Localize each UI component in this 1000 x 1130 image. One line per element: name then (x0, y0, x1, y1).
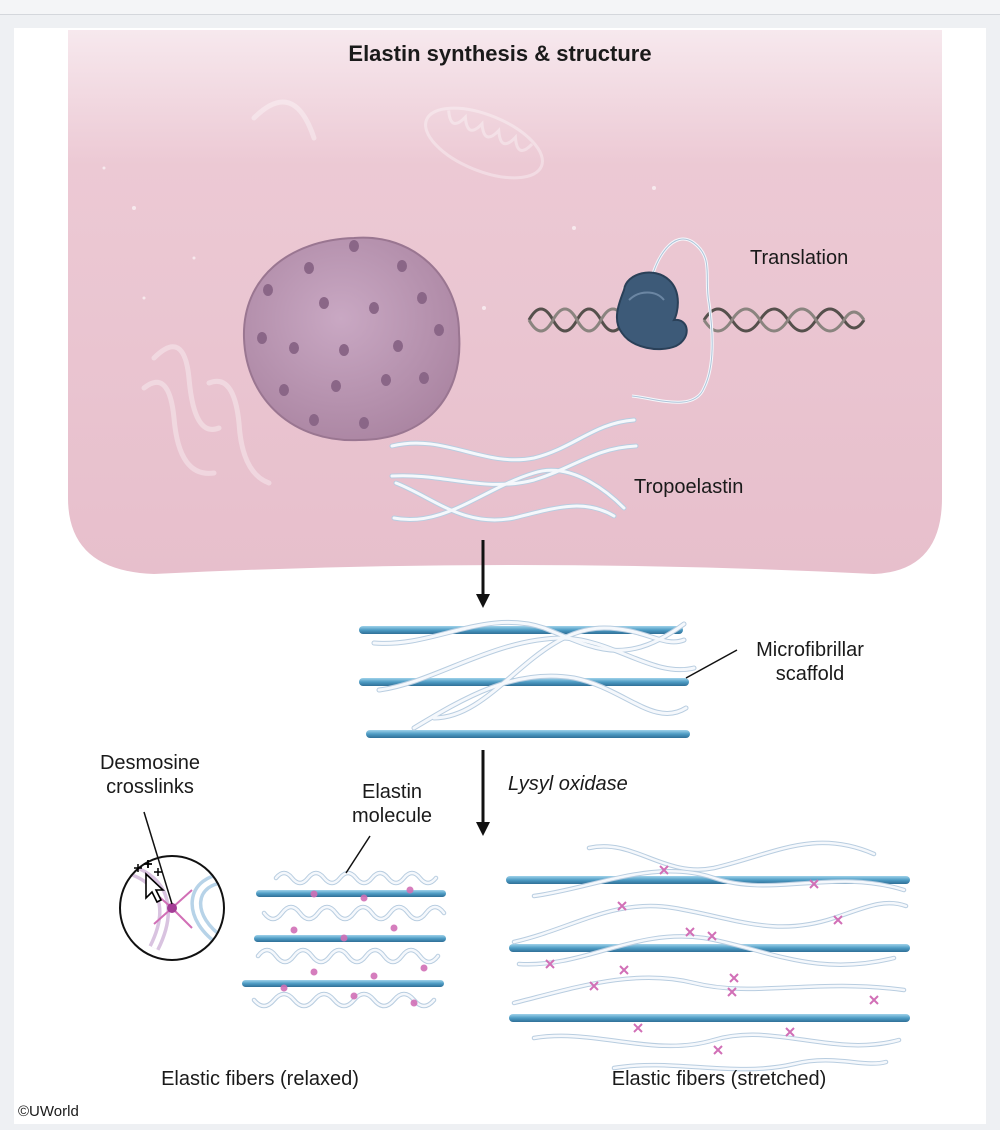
elastin-label-line2: molecule (351, 805, 433, 827)
elastin-molecule-label: Elastin molecule (332, 780, 452, 828)
stretched-elastic-fibers (506, 840, 910, 1072)
copyright-text: ©UWorld (18, 1103, 79, 1120)
stretched-crosslinks (545, 865, 879, 1055)
cell-body (64, 28, 946, 579)
mitochondrion (424, 106, 544, 180)
crosslink-marks (280, 886, 428, 1007)
nucleus (242, 236, 461, 442)
desmosine-crosslinks-label: Desmosine crosslinks (90, 751, 210, 799)
microfibrillar-scaffold (359, 619, 738, 738)
down-arrow-icon (476, 540, 490, 608)
down-arrow-icon (476, 750, 490, 836)
endoplasmic-reticulum (141, 99, 317, 486)
translation-label: Translation (750, 247, 849, 269)
elastin-figure: Elastin synthesis & structure Translatio… (14, 28, 986, 1124)
diagram-title: Elastin synthesis & structure (348, 41, 652, 66)
microfibrillar-label-line1: Microfibrillar (756, 639, 864, 661)
tropoelastin-label: Tropoelastin (634, 476, 744, 498)
tropoelastin-strands (389, 417, 639, 523)
nuclear-pores (257, 240, 444, 429)
relaxed-elastic-fibers (242, 835, 447, 1009)
desmosine-label-line1: Desmosine (99, 752, 201, 774)
ribosome (615, 271, 688, 351)
diagram-canvas (64, 28, 946, 1072)
desmosine-label-line2: crosslinks (106, 776, 194, 798)
lysyl-oxidase-label: Lysyl oxidase (508, 773, 628, 795)
top-toolbar (0, 0, 1000, 15)
move-cursor-icon (134, 860, 166, 904)
elastin-label-line1: Elastin (361, 781, 423, 803)
stretched-fibers-label: Elastic fibers (stretched) (611, 1068, 827, 1090)
relaxed-fibers-label: Elastic fibers (relaxed) (161, 1068, 359, 1090)
microfibrillar-scaffold-label: Microfibrillar scaffold (740, 638, 880, 686)
microfibrillar-label-line2: scaffold (775, 663, 845, 685)
